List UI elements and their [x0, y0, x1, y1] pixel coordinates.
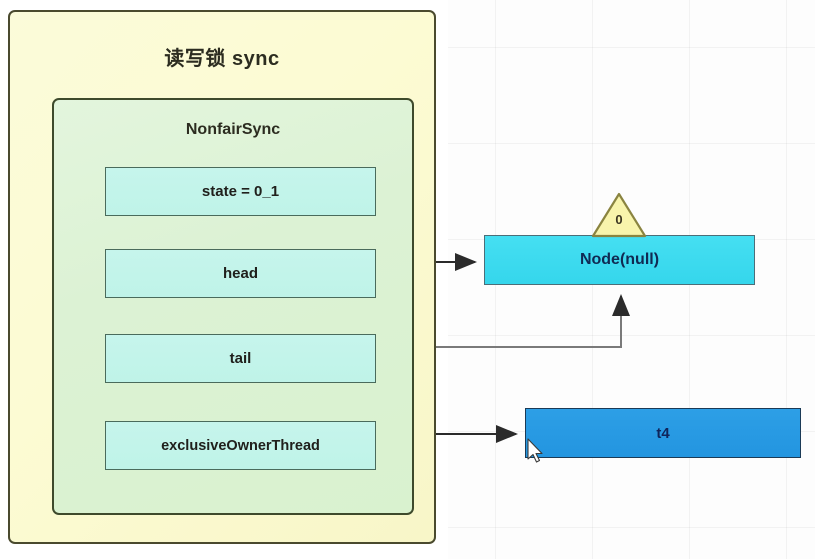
field-tail-label: tail [229, 350, 252, 367]
field-state-label: state = 0_1 [201, 183, 280, 200]
field-exclusive-owner-thread[interactable]: exclusiveOwnerThread [105, 421, 376, 470]
field-tail[interactable]: tail [105, 334, 376, 383]
mouse-cursor-icon [527, 438, 543, 463]
waitstatus-triangle-icon [591, 192, 647, 238]
field-exclusive-owner-thread-label: exclusiveOwnerThread [161, 437, 320, 454]
node-t4-label: t4 [656, 424, 670, 442]
node-null-box[interactable]: Node(null) [484, 235, 755, 285]
field-state[interactable]: state = 0_1 [105, 167, 376, 216]
field-head[interactable]: head [105, 249, 376, 298]
field-head-label: head [222, 265, 258, 282]
waitstatus-value: 0 [615, 212, 623, 227]
nonfairsync-title: NonfairSync [185, 121, 281, 138]
page-title: 读写锁 sync [164, 48, 280, 70]
node-t4-box[interactable]: t4 [525, 408, 801, 458]
node-null-label: Node(null) [579, 251, 660, 268]
sync-outer-container: 读写锁 sync NonfairSync state = 0_1 head ta… [8, 10, 436, 544]
